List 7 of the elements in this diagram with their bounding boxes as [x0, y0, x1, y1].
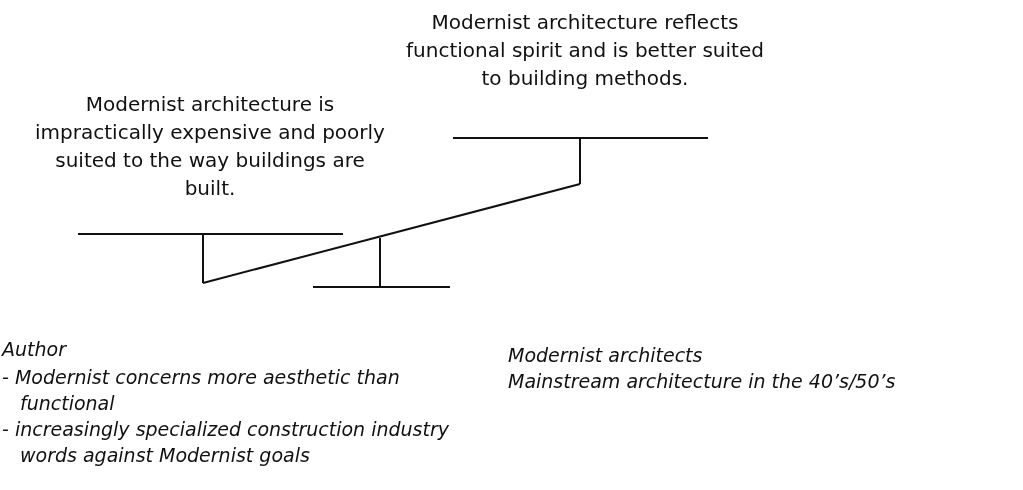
note-text: Mainstream architecture in the 40’s/50’s: [508, 369, 897, 394]
group-heading: Author: [2, 337, 68, 362]
claim-text: Modernist architecture reflects functional spirit and is better suited to building methods.: [405, 9, 765, 92]
claim-text: Modernist architecture is impractically expensive and poorly suited to the way buildings are built.: [34, 91, 386, 202]
bullet-text: - increasingly specialized construction industry words against Modernist goals: [2, 417, 450, 468]
bullet-text: - Modernist concerns more aesthetic than functional: [2, 365, 401, 416]
group-heading: Modernist architects: [508, 343, 704, 368]
